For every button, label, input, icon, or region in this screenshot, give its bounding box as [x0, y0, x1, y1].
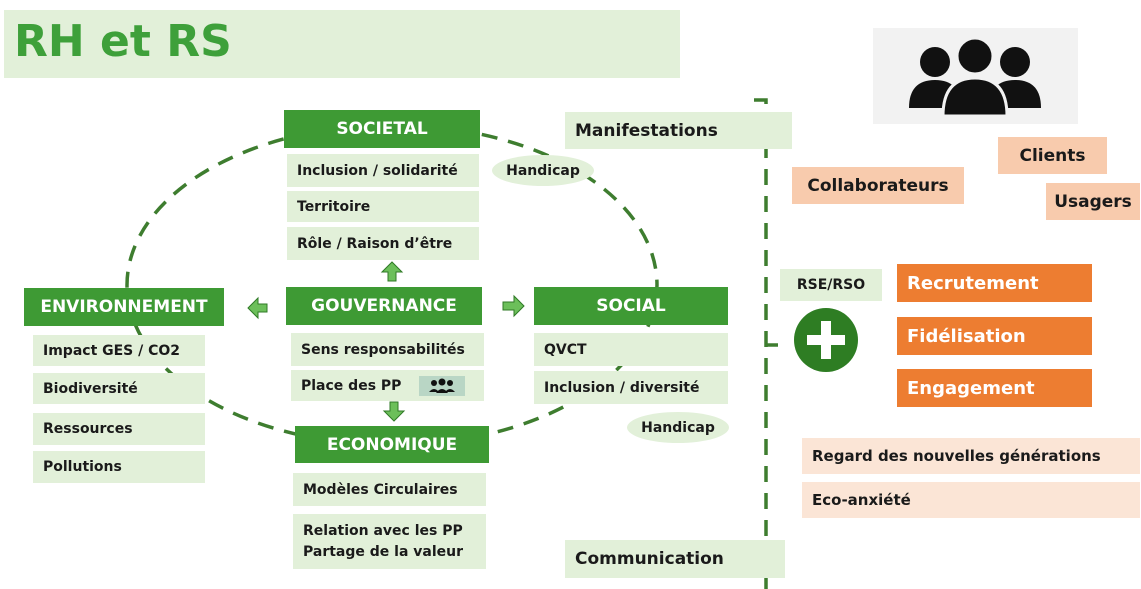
social-header: SOCIAL — [534, 287, 728, 325]
outcome-recrutement: Recrutement — [897, 264, 1092, 302]
relation-line: Partage de la valeur — [303, 543, 464, 560]
stakeholder-usagers: Usagers — [1046, 183, 1140, 220]
societal-item: Rôle / Raison d’être — [287, 227, 479, 260]
relation-line: Relation avec les PP — [303, 522, 463, 539]
manifestations-label: Manifestations — [565, 112, 792, 149]
handicap-tag: Handicap — [492, 155, 594, 186]
gouvernance-item: Place des PP — [291, 370, 484, 401]
gouvernance-item: Sens responsabilités — [291, 333, 484, 366]
handicap-tag: Handicap — [627, 412, 729, 443]
bracket-line — [754, 98, 768, 589]
plus-circle-icon — [794, 308, 858, 372]
stakeholder-collaborateurs: Collaborateurs — [792, 167, 964, 204]
page-title: RH et RS — [14, 16, 232, 67]
title-band — [4, 10, 680, 78]
economique-item: Modèles Circulaires — [293, 473, 486, 506]
social-item: QVCT — [534, 333, 728, 366]
environnement-item: Biodiversité — [33, 373, 205, 404]
arrow-left-icon — [247, 296, 268, 320]
economique-header: ECONOMIQUE — [295, 426, 489, 463]
economique-relation-box: Relation avec les PP Partage de la valeu… — [293, 514, 486, 569]
people-group-icon — [873, 28, 1078, 124]
societal-item: Territoire — [287, 191, 479, 222]
environnement-item: Ressources — [33, 413, 205, 445]
social-item: Inclusion / diversité — [534, 371, 728, 404]
gouvernance-item-label: Place des PP — [301, 377, 402, 394]
arrow-right-icon — [502, 294, 525, 318]
stakeholder-clients: Clients — [998, 137, 1107, 174]
arrow-up-icon — [380, 261, 404, 282]
outcome-fidelisation: Fidélisation — [897, 317, 1092, 355]
environnement-item: Impact GES / CO2 — [33, 335, 205, 366]
environnement-header: ENVIRONNEMENT — [24, 288, 224, 326]
arrow-down-icon — [382, 401, 406, 422]
outcome-engagement: Engagement — [897, 369, 1092, 407]
people-icon — [419, 375, 466, 396]
note-nouvelles-generations: Regard des nouvelles générations — [802, 438, 1140, 474]
communication-label: Communication — [565, 540, 785, 578]
note-eco-anxiete: Eco-anxiété — [802, 482, 1140, 518]
gouvernance-header: GOUVERNANCE — [286, 287, 482, 325]
societal-item: Inclusion / solidarité — [287, 154, 479, 187]
rse-label: RSE/RSO — [780, 269, 882, 301]
societal-header: SOCIETAL — [284, 110, 480, 148]
environnement-item: Pollutions — [33, 451, 205, 483]
